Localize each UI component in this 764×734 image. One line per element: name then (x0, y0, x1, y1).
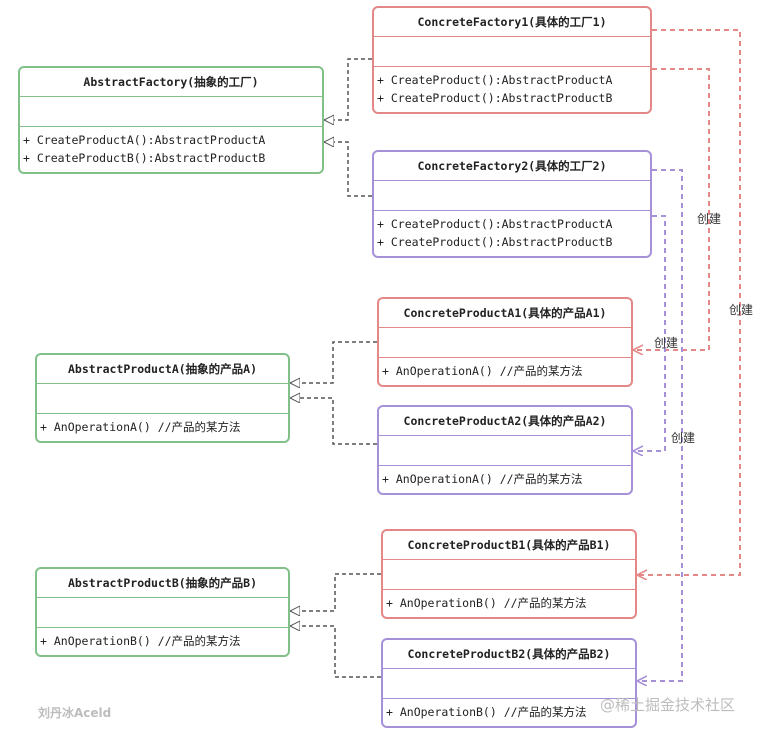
class-methods: + AnOperationB() //产品的某方法 (37, 628, 288, 650)
class-methods: + CreateProduct():AbstractProductA + Cre… (374, 211, 650, 251)
method: + AnOperationB() //产品的某方法 (40, 634, 241, 648)
class-methods: + AnOperationB() //产品的某方法 (383, 590, 635, 612)
class-title: ConcreteProductB1(具体的产品B1) (407, 538, 611, 552)
class-title: AbstractProductA(抽象的产品A) (67, 362, 258, 376)
method: + CreateProduct():AbstractProductB (377, 91, 613, 105)
concrete-factory-2-class: ConcreteFactory2(具体的工厂2) + CreateProduct… (372, 150, 652, 258)
method: + CreateProduct():AbstractProductB (377, 235, 613, 249)
create-b1-line (637, 29, 741, 575)
class-title: ConcreteProductA2(具体的产品A2) (403, 414, 607, 428)
class-title: AbstractProductB(抽象的产品B) (67, 576, 258, 590)
abstract-factory-class: AbstractFactory(抽象的工厂) + CreateProductA(… (18, 66, 324, 174)
inherit-product-a1-line (290, 341, 377, 383)
class-title: AbstractFactory(抽象的工厂) (83, 75, 259, 89)
concrete-product-a2-class: ConcreteProductA2(具体的产品A2) + AnOperation… (377, 405, 633, 495)
class-methods: + AnOperationA() //产品的某方法 (37, 414, 288, 436)
method: + AnOperationA() //产品的某方法 (382, 472, 583, 486)
concrete-product-b1-class: ConcreteProductB1(具体的产品B1) + AnOperation… (381, 529, 637, 619)
method: + CreateProductA():AbstractProductA (23, 133, 266, 147)
method: + CreateProductB():AbstractProductB (23, 151, 266, 165)
class-title: ConcreteProductA1(具体的产品A1) (403, 306, 607, 320)
inherit-factory1-line (324, 58, 372, 120)
class-title: ConcreteProductB2(具体的产品B2) (407, 647, 611, 661)
inherit-product-a2-line (290, 398, 377, 445)
class-title: ConcreteFactory2(具体的工厂2) (417, 159, 607, 173)
create-label-a2: 创建 (697, 212, 722, 226)
method: + AnOperationA() //产品的某方法 (40, 420, 241, 434)
concrete-product-b2-class: ConcreteProductB2(具体的产品B2) + AnOperation… (381, 638, 637, 728)
create-a1-line (633, 68, 710, 350)
inherit-factory2-line (324, 142, 372, 197)
create-label-b1: 创建 (729, 303, 754, 317)
class-methods: + AnOperationA() //产品的某方法 (379, 358, 631, 380)
class-methods: + CreateProduct():AbstractProductA + Cre… (374, 67, 650, 107)
create-a2-line (633, 215, 666, 451)
class-attributes (374, 36, 650, 67)
class-attributes (37, 383, 288, 414)
method: + AnOperationB() //产品的某方法 (386, 596, 587, 610)
class-methods: + AnOperationA() //产品的某方法 (379, 466, 631, 488)
concrete-product-a1-class: ConcreteProductA1(具体的产品A1) + AnOperation… (377, 297, 633, 387)
author-watermark: 刘丹冰Aceld (38, 706, 112, 720)
class-attributes (379, 435, 631, 466)
site-watermark: @稀土掘金技术社区 (600, 696, 736, 714)
method: + CreateProduct():AbstractProductA (377, 217, 613, 231)
create-label-b2: 创建 (671, 431, 696, 445)
inherit-product-b2-line (290, 626, 381, 678)
concrete-factory-1-class: ConcreteFactory1(具体的工厂1) + CreateProduct… (372, 6, 652, 114)
class-attributes (374, 180, 650, 211)
create-label-a1: 创建 (654, 336, 679, 350)
method: + AnOperationA() //产品的某方法 (382, 364, 583, 378)
class-methods: + CreateProductA():AbstractProductA + Cr… (20, 127, 322, 167)
abstract-product-b-class: AbstractProductB(抽象的产品B) + AnOperationB(… (35, 567, 290, 657)
class-attributes (37, 597, 288, 628)
class-attributes (379, 327, 631, 358)
method: + AnOperationB() //产品的某方法 (386, 705, 587, 719)
class-attributes (20, 96, 322, 127)
method: + CreateProduct():AbstractProductA (377, 73, 613, 87)
class-attributes (383, 559, 635, 590)
inherit-product-b1-line (290, 573, 381, 611)
abstract-product-a-class: AbstractProductA(抽象的产品A) + AnOperationA(… (35, 353, 290, 443)
class-methods: + AnOperationB() //产品的某方法 (383, 699, 635, 721)
class-attributes (383, 668, 635, 699)
class-title: ConcreteFactory1(具体的工厂1) (417, 15, 607, 29)
